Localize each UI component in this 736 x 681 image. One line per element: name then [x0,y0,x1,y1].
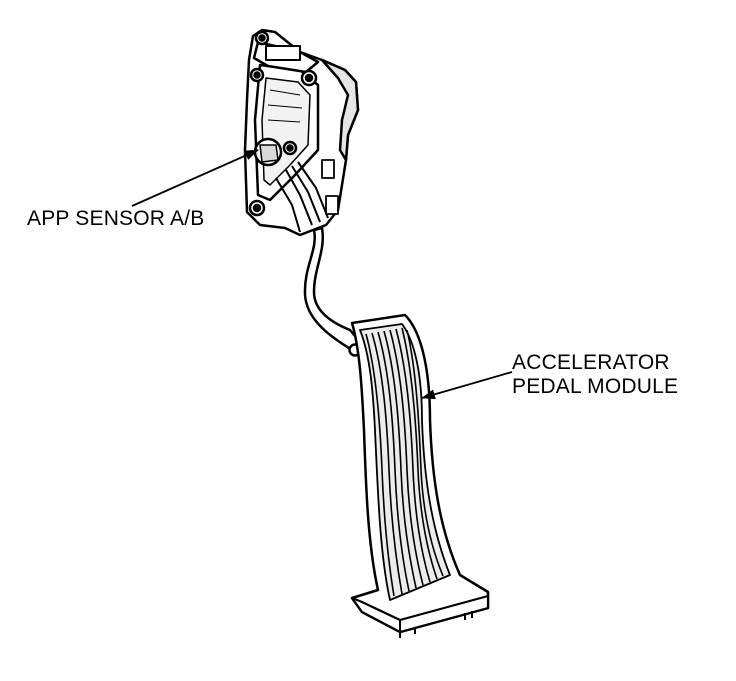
pedal-pad [350,313,490,638]
app-sensor-label-text: APP SENSOR A/B [27,207,205,230]
sensor-leader-line [131,149,259,207]
app-sensor-label: APP SENSOR A/B [27,207,205,231]
pedal-module-label-line2: PEDAL MODULE [512,375,679,398]
pedal-module-label: ACCELERATOR PEDAL MODULE [512,351,678,399]
pedal-arm [303,226,362,357]
pedal-module-label-line1: ACCELERATOR [512,351,670,374]
pedal-leader-line [421,371,513,400]
app-sensor-housing [243,28,360,237]
